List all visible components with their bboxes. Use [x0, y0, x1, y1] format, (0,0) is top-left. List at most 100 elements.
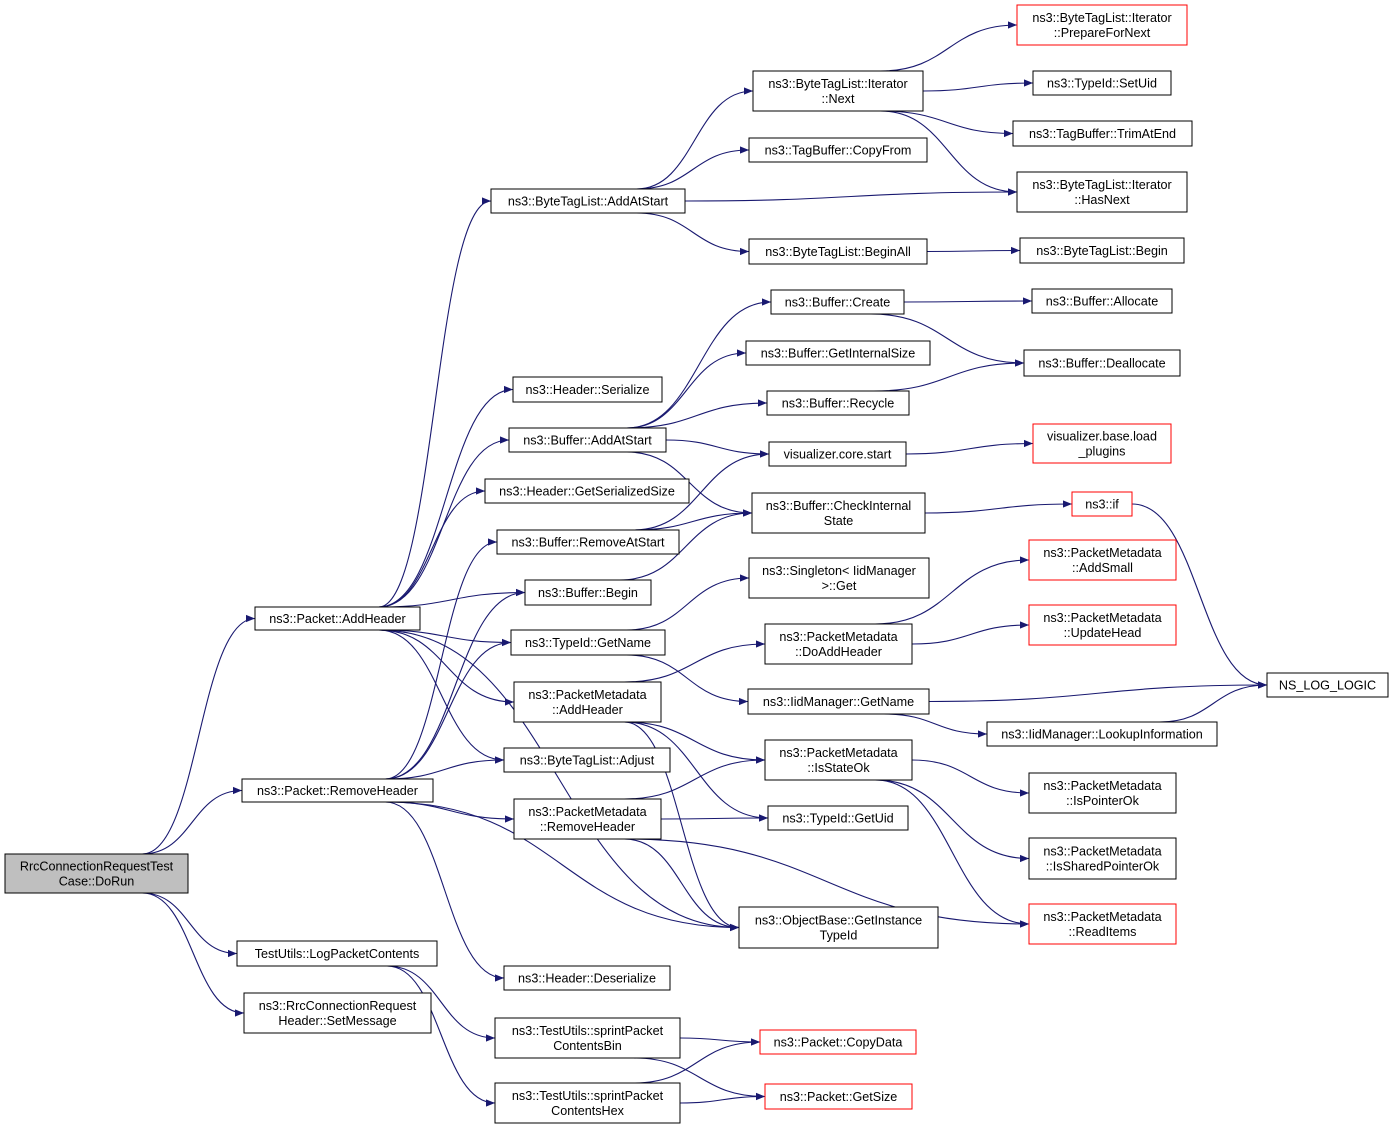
node-btl_begin[interactable]: ns3::ByteTagList::Begin — [1019, 237, 1185, 264]
node-box[interactable] — [1012, 120, 1193, 147]
node-box[interactable] — [767, 805, 909, 831]
node-singleton_get[interactable]: ns3::Singleton< IidManager>::Get — [748, 557, 930, 599]
node-pm_removeheader[interactable]: ns3::PacketMetadata::RemoveHeader — [513, 798, 662, 840]
node-box[interactable] — [766, 390, 910, 416]
node-box[interactable] — [484, 478, 690, 504]
node-tu_logpacket[interactable]: TestUtils::LogPacketContents — [236, 940, 438, 967]
node-iid_getname[interactable]: ns3::IidManager::GetName — [747, 688, 930, 715]
node-pm_addheader[interactable]: ns3::PacketMetadata::AddHeader — [513, 681, 662, 723]
node-box[interactable] — [1028, 837, 1177, 880]
node-box[interactable] — [764, 623, 913, 665]
node-box[interactable] — [1019, 237, 1185, 264]
node-box[interactable] — [759, 1029, 917, 1055]
node-btl_it_hasnext[interactable]: ns3::ByteTagList::Iterator::HasNext — [1016, 171, 1188, 213]
node-box[interactable] — [747, 688, 930, 715]
node-hdr_deserialize[interactable]: ns3::Header::Deserialize — [503, 965, 671, 991]
node-rrc_setmessage[interactable]: ns3::RrcConnectionRequestHeader::SetMess… — [243, 992, 432, 1034]
node-pm_isstateok[interactable]: ns3::PacketMetadata::IsStateOk — [764, 739, 913, 781]
node-buf_addatstart[interactable]: ns3::Buffer::AddAtStart — [508, 427, 667, 453]
node-pm_addsmall[interactable]: ns3::PacketMetadata::AddSmall — [1028, 539, 1177, 581]
node-box[interactable] — [503, 965, 671, 991]
node-box[interactable] — [4, 853, 189, 894]
node-pm_updatehead[interactable]: ns3::PacketMetadata::UpdateHead — [1028, 604, 1177, 646]
node-box[interactable] — [1023, 349, 1181, 377]
node-box[interactable] — [764, 739, 913, 781]
node-buf_deallocate[interactable]: ns3::Buffer::Deallocate — [1023, 349, 1181, 377]
node-box[interactable] — [496, 529, 680, 555]
node-pkt_getsize[interactable]: ns3::Packet::GetSize — [764, 1083, 913, 1110]
node-box[interactable] — [510, 629, 666, 656]
node-box[interactable] — [1031, 288, 1173, 314]
node-box[interactable] — [513, 798, 662, 840]
node-iid_lookupinfo[interactable]: ns3::IidManager::LookupInformation — [986, 721, 1218, 747]
node-pkt_copydata[interactable]: ns3::Packet::CopyData — [759, 1029, 917, 1055]
node-box[interactable] — [745, 340, 931, 366]
node-box[interactable] — [236, 940, 438, 967]
node-box[interactable] — [751, 492, 926, 534]
node-box[interactable] — [1028, 604, 1177, 646]
node-box[interactable] — [243, 992, 432, 1034]
node-typeid_getname[interactable]: ns3::TypeId::GetName — [510, 629, 666, 656]
node-box[interactable] — [254, 606, 421, 631]
node-pkt_addheader[interactable]: ns3::Packet::AddHeader — [254, 606, 421, 631]
node-box[interactable] — [986, 721, 1218, 747]
node-box[interactable] — [490, 188, 686, 214]
node-pm_readitems[interactable]: ns3::PacketMetadata::ReadItems — [1028, 903, 1177, 945]
node-box[interactable] — [738, 906, 939, 949]
node-ns_log_logic[interactable]: NS_LOG_LOGIC — [1266, 672, 1389, 698]
node-box[interactable] — [752, 70, 924, 112]
node-btl_addatstart[interactable]: ns3::ByteTagList::AddAtStart — [490, 188, 686, 214]
node-box[interactable] — [508, 427, 667, 453]
node-ns3_if[interactable]: ns3::if — [1071, 491, 1133, 517]
node-box[interactable] — [512, 376, 663, 403]
node-btl_beginall[interactable]: ns3::ByteTagList::BeginAll — [748, 238, 928, 265]
node-box[interactable] — [748, 238, 928, 265]
node-btl_it_prepare[interactable]: ns3::ByteTagList::Iterator::PrepareForNe… — [1016, 4, 1188, 46]
node-buf_create[interactable]: ns3::Buffer::Create — [770, 289, 905, 315]
node-box[interactable] — [241, 778, 434, 803]
node-buf_allocate[interactable]: ns3::Buffer::Allocate — [1031, 288, 1173, 314]
node-pm_doaddheader[interactable]: ns3::PacketMetadata::DoAddHeader — [764, 623, 913, 665]
node-box[interactable] — [1028, 772, 1177, 814]
node-pm_issharedpointerok[interactable]: ns3::PacketMetadata::IsSharedPointerOk — [1028, 837, 1177, 880]
node-box[interactable] — [1032, 70, 1172, 96]
node-box[interactable] — [768, 441, 907, 467]
node-box[interactable] — [1028, 903, 1177, 945]
node-box[interactable] — [494, 1017, 681, 1059]
node-vis_base_load[interactable]: visualizer.base.load_plugins — [1032, 423, 1172, 464]
node-buf_recycle[interactable]: ns3::Buffer::Recycle — [766, 390, 910, 416]
node-hdr_serialize[interactable]: ns3::Header::Serialize — [512, 376, 663, 403]
node-box[interactable] — [513, 681, 662, 723]
node-box[interactable] — [494, 1082, 681, 1124]
node-tb_trimatend[interactable]: ns3::TagBuffer::TrimAtEnd — [1012, 120, 1193, 147]
node-buf_getinternalsize[interactable]: ns3::Buffer::GetInternalSize — [745, 340, 931, 366]
node-buf_begin[interactable]: ns3::Buffer::Begin — [524, 579, 652, 606]
node-btl_adjust[interactable]: ns3::ByteTagList::Adjust — [503, 747, 671, 773]
node-box[interactable] — [1071, 491, 1133, 517]
node-typeid_setuid[interactable]: ns3::TypeId::SetUid — [1032, 70, 1172, 96]
node-box[interactable] — [748, 557, 930, 599]
node-box[interactable] — [1028, 539, 1177, 581]
node-pkt_removeheader[interactable]: ns3::Packet::RemoveHeader — [241, 778, 434, 803]
node-vis_core_start[interactable]: visualizer.core.start — [768, 441, 907, 467]
node-box[interactable] — [1032, 423, 1172, 464]
node-typeid_getuid[interactable]: ns3::TypeId::GetUid — [767, 805, 909, 831]
node-btl_it_next[interactable]: ns3::ByteTagList::Iterator::Next — [752, 70, 924, 112]
node-box[interactable] — [503, 747, 671, 773]
node-box[interactable] — [748, 137, 928, 163]
node-tb_copyfrom[interactable]: ns3::TagBuffer::CopyFrom — [748, 137, 928, 163]
node-hdr_getsersize[interactable]: ns3::Header::GetSerializedSize — [484, 478, 690, 504]
node-pm_ispointerok[interactable]: ns3::PacketMetadata::IsPointerOk — [1028, 772, 1177, 814]
node-box[interactable] — [1016, 4, 1188, 46]
node-buf_removeatstart[interactable]: ns3::Buffer::RemoveAtStart — [496, 529, 680, 555]
node-box[interactable] — [1016, 171, 1188, 213]
node-box[interactable] — [770, 289, 905, 315]
node-box[interactable] — [764, 1083, 913, 1110]
node-box[interactable] — [524, 579, 652, 606]
node-box[interactable] — [1266, 672, 1389, 698]
